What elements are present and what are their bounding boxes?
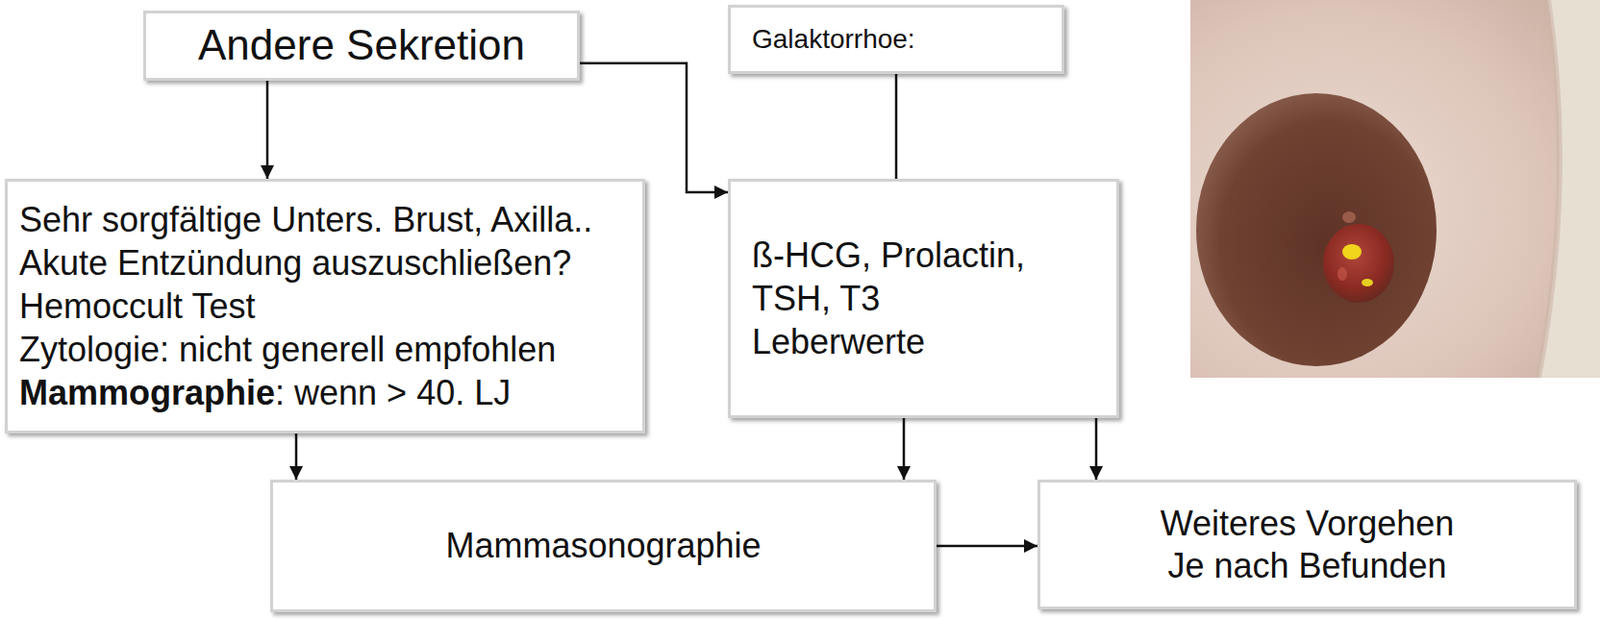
text-group: Mammasonographie <box>445 525 761 567</box>
box-text: Akute Entzündung auszuschließen? <box>19 243 572 283</box>
text-group: Andere Sekretion <box>198 20 525 72</box>
flow-arrow <box>895 74 899 179</box>
nipple-discharge-photo <box>1190 0 1600 378</box>
flow-arrow <box>579 63 728 193</box>
text-group: Weiteres Vorgehen Je nach Befunden <box>1144 502 1472 586</box>
box-text: : wenn > 40. LJ <box>275 373 511 413</box>
box-text: Galaktorrhoe: <box>751 24 916 54</box>
flow-arrow <box>266 80 270 179</box>
text-line: Leberwerte <box>751 320 1060 364</box>
text-line: Weiteres Vorgehen Je nach Befunden <box>1144 502 1472 586</box>
category-box: Galaktorrhoe: <box>727 4 1065 75</box>
text-line: Zytologie: nicht generell empfohlen <box>19 327 593 372</box>
text-line: Galaktorrhoe: <box>751 23 916 56</box>
box-text: Zytologie: nicht generell empfohlen <box>19 329 556 370</box>
text-line: Akute Entzündung auszuschließen? <box>19 241 593 285</box>
box-text: Weiteres Vorgehen Je nach Befunden <box>1160 503 1455 585</box>
text-line: Mammographie: wenn > 40. LJ <box>19 371 593 415</box>
process-box: Mammasonographie <box>270 479 937 613</box>
text-group: ß-HCG, Prolactin, TSH, T3Leberwerte <box>751 233 1060 364</box>
text-line: Hemoccult Test <box>19 284 593 328</box>
text-group: Sehr sorgfältige Unters. Brust, Axilla..… <box>19 198 593 415</box>
box-text: Hemoccult Test <box>19 286 255 326</box>
text-line: Mammasonographie <box>445 525 761 567</box>
text-group: Galaktorrhoe: <box>751 23 916 56</box>
process-box: ß-HCG, Prolactin, TSH, T3Leberwerte <box>727 178 1120 419</box>
box-text: Andere Sekretion <box>198 21 525 69</box>
text-line: Sehr sorgfältige Unters. Brust, Axilla.. <box>19 198 593 242</box>
flow-arrow <box>1095 418 1099 480</box>
category-box: Andere Sekretion <box>143 10 580 81</box>
flow-arrow <box>902 418 906 480</box>
process-box: Sehr sorgfältige Unters. Brust, Axilla..… <box>4 178 646 434</box>
flow-arrow <box>936 545 1038 549</box>
box-text: ß-HCG, Prolactin, TSH, T3 <box>751 235 1025 319</box>
box-text: Leberwerte <box>751 322 925 362</box>
outcome-box: Weiteres Vorgehen Je nach Befunden <box>1037 479 1577 610</box>
flow-arrow <box>295 433 299 480</box>
box-text: Sehr sorgfältige Unters. Brust, Axilla.. <box>19 200 593 240</box>
emphasis-text: Mammographie <box>19 373 275 413</box>
text-line: Andere Sekretion <box>198 20 525 72</box>
text-line: ß-HCG, Prolactin, TSH, T3 <box>751 233 1060 321</box>
box-text: Mammasonographie <box>445 525 761 566</box>
